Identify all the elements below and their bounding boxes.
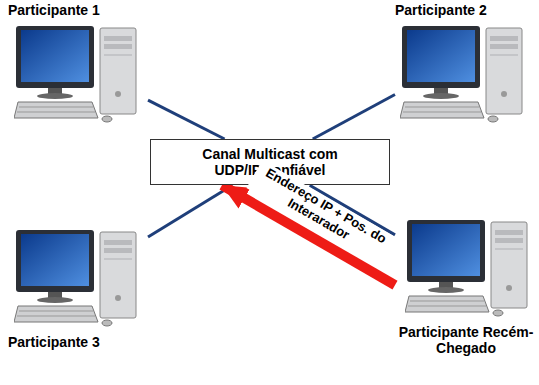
participant-label: Participante Recém-Chegado <box>395 324 537 356</box>
computer-icon <box>14 230 136 326</box>
network-link <box>313 95 395 139</box>
participant-computer: Participante 1 <box>8 2 148 122</box>
participant-computer: Participante 2 <box>395 2 535 122</box>
participant-label: Participante 1 <box>8 2 148 18</box>
computer-icon <box>405 220 527 316</box>
computer-icon <box>400 26 522 122</box>
network-link <box>148 185 232 237</box>
participant-label: Participante 3 <box>8 334 148 350</box>
computer-icon <box>14 26 136 122</box>
participant-computer: Participante Recém-Chegado <box>395 214 537 356</box>
network-link <box>148 100 225 139</box>
participant-label: Participante 2 <box>395 2 535 18</box>
participant-computer: Participante 3 <box>8 226 148 350</box>
